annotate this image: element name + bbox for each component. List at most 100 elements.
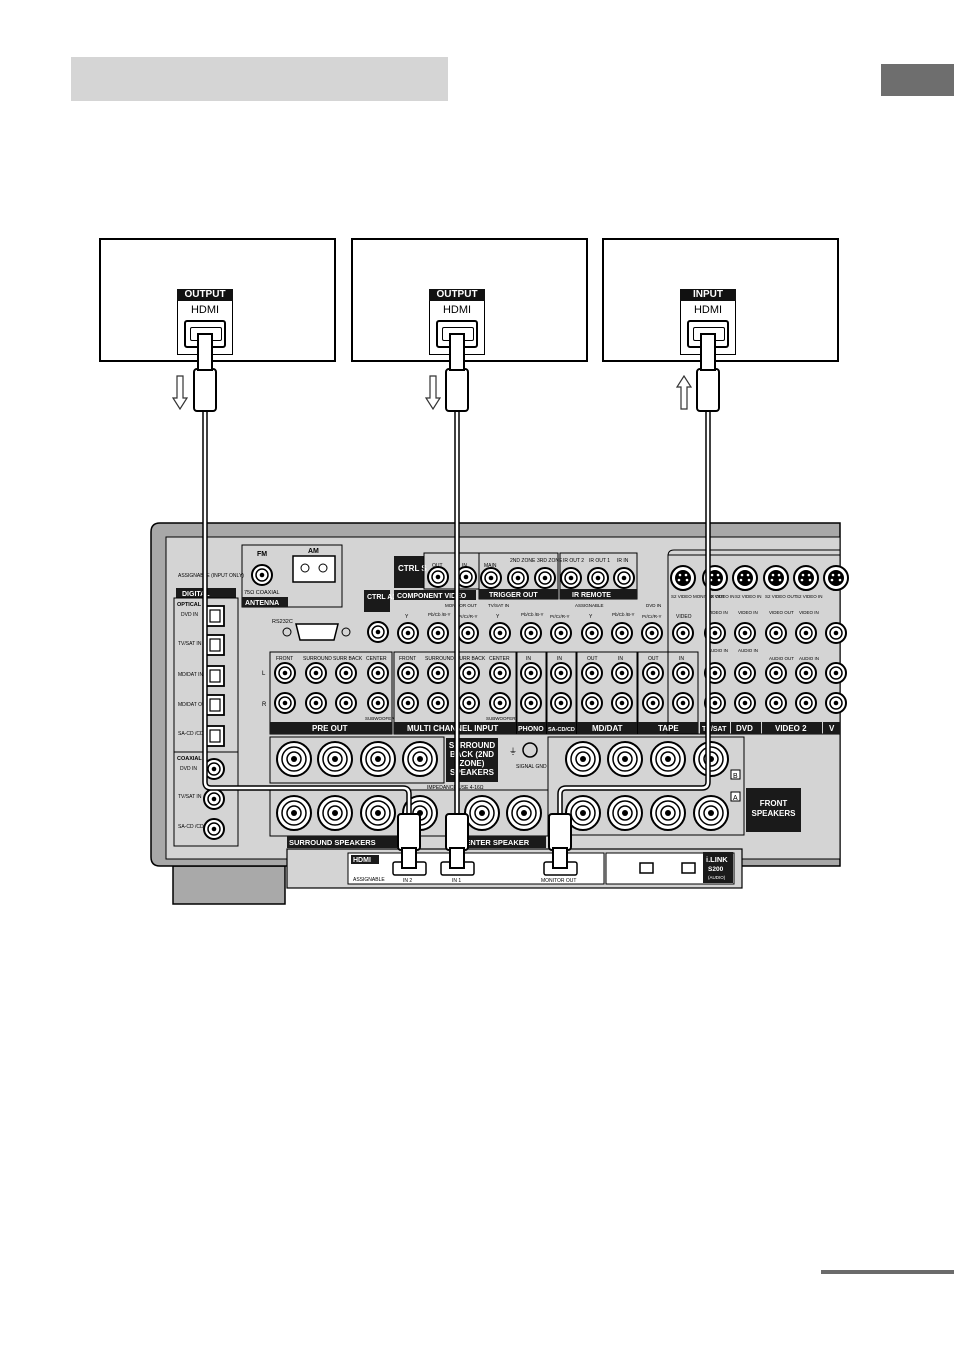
component-sub-label: DVD IN [646, 603, 661, 608]
arrow-up-icon [675, 374, 693, 410]
video-section-label: V [829, 724, 835, 733]
port-name: HDMI [442, 304, 472, 316]
pre-out-port-label: SURR BACK [333, 656, 363, 662]
coaxial-port-label: SA-CD /CD IN [178, 824, 210, 830]
optical-port-label: MD/DAT OUT [178, 702, 209, 708]
pre-out-port-label: CENTER [366, 656, 387, 662]
video-section-label: DVD [736, 724, 753, 733]
am-label: AM [308, 548, 319, 555]
optical-port-label: MD/DAT IN [178, 672, 203, 678]
optical-port-label: SA-CD /CD IN [178, 731, 210, 737]
sacd-label: SA-CD/CD [548, 727, 575, 733]
device-box-2: OUTPUT HDMI [351, 238, 588, 362]
video-section-label: TV/SAT [702, 726, 727, 733]
optical-port-label: DVD IN [181, 612, 198, 618]
mddat-out: OUT [587, 656, 598, 662]
port-label: INPUT [680, 289, 736, 301]
port-label: OUTPUT [177, 289, 233, 301]
ctrl-s-out: OUT [432, 563, 443, 569]
mddat-in: IN [618, 656, 623, 662]
component-port-label: Y [496, 614, 500, 620]
tape-label: TAPE [658, 724, 679, 733]
trigger-port-label: MAIN [484, 563, 497, 569]
hdmi-port-label: IN 1 [452, 878, 461, 884]
video-port-label: S2 VIDEO MONITOR OUT [671, 594, 725, 599]
video-port-label: S2 VIDEO IN [735, 594, 762, 599]
digital-label: DIGITAL [182, 591, 210, 598]
video-port-label: AUDIO IN [708, 648, 728, 653]
pre-out-port-label: SURROUND [303, 656, 332, 662]
video-port-label: AUDIO IN [799, 656, 819, 661]
device-box-3: INPUT HDMI [602, 238, 839, 362]
front-b-label: B [733, 773, 738, 780]
component-port-label: Pb/Cb /B-Y [521, 612, 544, 617]
ir-remote-label: IR REMOTE [572, 592, 611, 599]
ilink-spec: S200 [708, 866, 724, 873]
front-a-label: A [733, 795, 738, 802]
pre-out-port-label: SUBWOOFER [365, 716, 395, 721]
rs232c-label: RS232C [272, 619, 293, 625]
hdmi-panel-label: HDMI [353, 857, 371, 864]
receiver-rear-panel: FM AM 75Ω COAXIAL ANTENNA ASSIGNABLE (IN… [150, 522, 849, 905]
continued-rule [821, 1270, 954, 1274]
hdmi-cable-3 [548, 333, 720, 869]
video-port-label: S2 VIDEO IN [708, 594, 735, 599]
ctrl-s-in: IN [462, 563, 467, 569]
multi-port-label: SURROUND [425, 656, 454, 662]
hdmi-cable-1 [193, 333, 421, 869]
multi-port-label: CENTER [489, 656, 510, 662]
component-video-jacks: Y Pb/Cb /B-Y Pr/Cr/R-Y Y Pb/Cb /B-Y Pr/C… [397, 612, 663, 644]
ir-port-label: IR OUT 1 [589, 558, 610, 564]
component-port-label: Pr/Cr/R-Y [642, 614, 662, 619]
front-speakers-label: FRONT SPEAKERS [751, 799, 796, 818]
video-port-label: S2 VIDEO IN [796, 594, 823, 599]
hdmi-input-port: INPUT HDMI [680, 289, 736, 355]
section-heading-bar [71, 57, 448, 101]
hdmi-cable-2 [445, 333, 469, 869]
surround-speakers-label: SURROUND SPEAKERS [289, 838, 376, 847]
center-speaker-label: CENTER SPEAKER [460, 838, 530, 847]
tape-in: IN [679, 656, 684, 662]
hdmi-assignable-label: ASSIGNABLE [353, 877, 385, 883]
video-port-label: AUDIO OUT [769, 656, 794, 661]
video-port-label: VIDEO IN [738, 610, 758, 615]
video-port-label: AUDIO IN [738, 648, 758, 653]
optical-label: OPTICAL [177, 602, 202, 608]
port-label: OUTPUT [429, 289, 485, 301]
multi-port-label: SUBWOOFER [486, 716, 516, 721]
component-port-label: Y [589, 614, 593, 620]
component-sub-label: MONITOR OUT [445, 603, 477, 608]
trigger-out-label: TRIGGER OUT [489, 592, 538, 599]
sacd-in: IN [557, 656, 562, 662]
fm-label: FM [257, 551, 267, 558]
port-name: HDMI [693, 304, 723, 316]
coaxial-label: 75Ω COAXIAL [244, 590, 280, 596]
ctrl-a1-label: CTRL A1Ⅱ [367, 593, 400, 601]
video-port-label: VIDEO [676, 614, 692, 620]
surround-back-label: SURROUND BACK (2ND ZONE) SPEAKERS [448, 741, 496, 777]
component-port-label: Y [405, 614, 409, 620]
component-sub-label: ASSIGNABLE [575, 603, 604, 608]
ctrl-s-label: CTRL S [398, 564, 427, 573]
port-name: HDMI [190, 304, 220, 316]
multi-port-label: SURR BACK [456, 656, 486, 662]
ilink-sub: (AUDIO) [708, 875, 726, 880]
trigger-port-label: 3RD ZONE [537, 558, 563, 564]
tape-out: OUT [648, 656, 659, 662]
signal-gnd-label: SIGNAL GND [516, 764, 547, 770]
hdmi-port-label: IN 2 [403, 878, 412, 884]
coaxial-digital-label: COAXIAL [177, 756, 202, 762]
multi-channel-label: MULTI CHANNEL INPUT [407, 724, 498, 733]
coaxial-port-label: TV/SAT IN [178, 794, 202, 800]
ir-port-label: IR OUT 2 [563, 558, 584, 564]
right-label: R [262, 702, 267, 708]
pre-out-port-label: FRONT [276, 656, 293, 662]
hdmi-port-label: MONITOR OUT [541, 878, 576, 884]
phono-label: PHONO [518, 726, 544, 733]
video-port-label: VIDEO IN [799, 610, 819, 615]
video-port-label: VIDEO OUT [769, 610, 794, 615]
arrow-down-icon [424, 375, 442, 411]
pre-out-label: PRE OUT [312, 724, 348, 733]
multi-port-label: FRONT [399, 656, 416, 662]
